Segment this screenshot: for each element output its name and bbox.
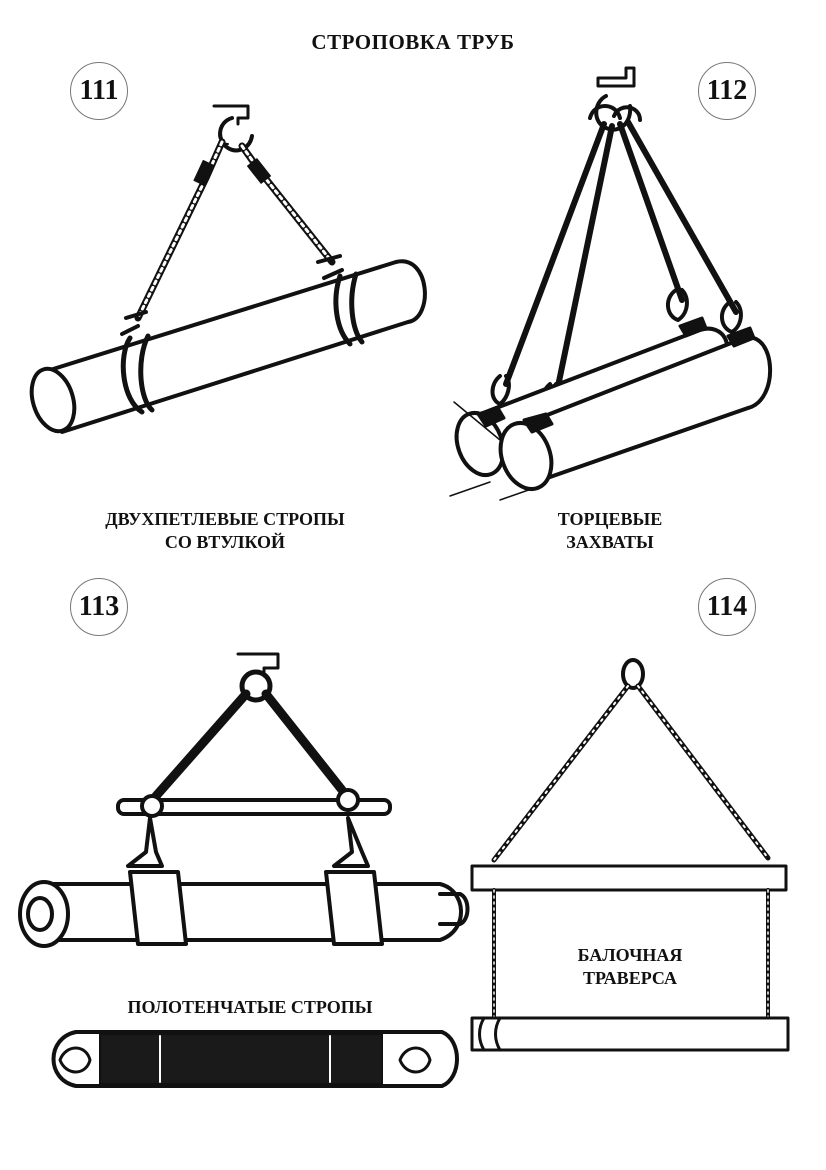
traverse-beam bbox=[470, 864, 788, 892]
pipe-body bbox=[48, 259, 427, 434]
pipe-end bbox=[29, 366, 77, 434]
caption-112-line-1: ТОРЦЕВЫЕ bbox=[557, 509, 663, 529]
pipe-end bbox=[498, 421, 554, 491]
pipe-body bbox=[46, 882, 463, 942]
caption-112: ТОРЦЕВЫЕ ЗАХВАТЫ bbox=[520, 508, 700, 554]
lifting-ring bbox=[621, 658, 645, 690]
crane-hook bbox=[236, 652, 280, 678]
caption-112-line-2: ЗАХВАТЫ bbox=[566, 532, 654, 552]
caption-114: БАЛОЧНАЯ ТРАВЕРСА bbox=[540, 944, 720, 990]
page-title: СТРОПОВКА ТРУБ bbox=[311, 30, 515, 54]
upper-sling-left bbox=[151, 689, 251, 801]
panel-number-113: 113 bbox=[70, 578, 128, 636]
caption-113: ПОЛОТЕНЧАТЫЕ СТРОПЫ bbox=[60, 996, 440, 1019]
pipe-end bbox=[18, 880, 70, 948]
traverse-sling-left bbox=[491, 683, 631, 863]
crane-hook bbox=[212, 104, 250, 126]
towel-sling bbox=[51, 1030, 459, 1088]
lifted-pipe bbox=[470, 1016, 790, 1052]
upper-sling-right bbox=[261, 689, 347, 795]
caption-111: ДВУХПЕТЛЕВЫЕ СТРОПЫ СО ВТУЛКОЙ bbox=[60, 508, 390, 554]
pipe-lift-112 bbox=[449, 66, 772, 501]
caption-113-line-1: ПОЛОТЕНЧАТЫЕ СТРОПЫ bbox=[127, 997, 373, 1017]
caption-111-line-2: СО ВТУЛКОЙ bbox=[164, 532, 286, 552]
panel-number-112: 112 bbox=[698, 62, 756, 120]
caption-114-line-1: БАЛОЧНАЯ bbox=[577, 945, 683, 965]
grip-leg-2 bbox=[553, 123, 615, 399]
spreader-bar bbox=[116, 798, 392, 816]
beam-traverse-114 bbox=[470, 658, 790, 1052]
panel-number-114: 114 bbox=[698, 578, 756, 636]
caption-111-line-1: ДВУХПЕТЛЕВЫЕ СТРОПЫ bbox=[105, 509, 345, 529]
pipe-lift-113 bbox=[18, 652, 470, 1088]
pipe-lift-111 bbox=[29, 104, 427, 434]
grip-leg-4 bbox=[625, 119, 739, 315]
grip-leg-1 bbox=[503, 121, 607, 387]
panel-number-111: 111 bbox=[70, 62, 128, 120]
caption-114-line-2: ТРАВЕРСА bbox=[582, 968, 678, 988]
crane-hook bbox=[596, 66, 636, 88]
grip-leg-3 bbox=[617, 121, 685, 303]
